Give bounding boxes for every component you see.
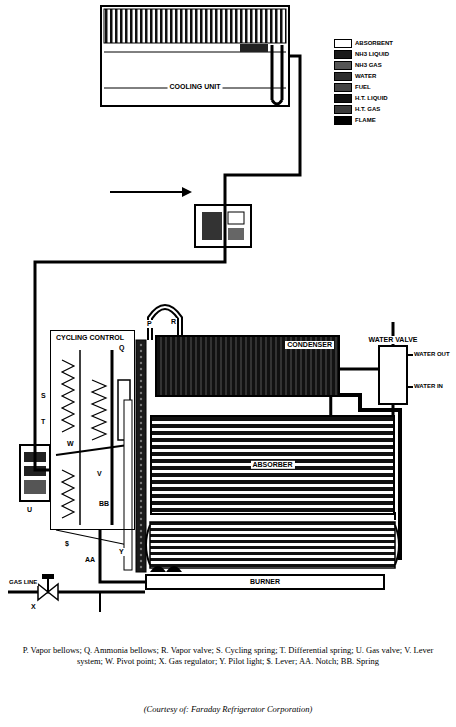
condenser-block: CONDENSER	[155, 335, 340, 397]
legend-swatch	[334, 50, 352, 59]
node-label: CYCLING CONTROL	[54, 334, 126, 342]
note-label: GAS LINE	[8, 579, 38, 586]
callout-letter: V	[96, 470, 103, 478]
legend-swatch	[334, 116, 352, 125]
callout-letter: P	[146, 320, 153, 328]
callout-letter: T	[40, 418, 46, 426]
legend-row: ABSORBENT	[334, 38, 393, 48]
legend-row: WATER	[334, 71, 376, 81]
absorber-coil	[146, 522, 399, 568]
legend-swatch	[334, 39, 352, 48]
callout-letter: W	[66, 440, 75, 448]
legend-swatch	[334, 94, 352, 103]
legend-row: FLAME	[334, 115, 376, 125]
control-mechanism	[56, 350, 130, 545]
legend-row: FUEL	[334, 82, 371, 92]
generator-tube	[124, 340, 146, 572]
thermostat-box	[110, 187, 251, 247]
callout-letter: Y	[118, 548, 125, 556]
note-label: WATER IN	[413, 383, 444, 390]
cycling-control-box: CYCLING CONTROL	[50, 330, 135, 530]
pipe-connector	[340, 368, 378, 371]
legend-text: FLAME	[355, 117, 376, 123]
callout-letter: AA	[84, 556, 96, 564]
callout-letter: Q	[118, 344, 125, 352]
legend-text: FUEL	[355, 84, 371, 90]
callout-letter: U	[26, 506, 33, 514]
callout-letter: $	[64, 540, 70, 548]
gas-valve	[8, 574, 145, 612]
pipe-connector	[35, 56, 300, 470]
node-label: COOLING UNIT	[168, 83, 223, 91]
legend-row: H.T. GAS	[334, 104, 380, 114]
callout-letter: S	[40, 392, 47, 400]
legend-row: H.T. LIQUID	[334, 93, 388, 103]
flame	[150, 566, 182, 572]
note-label: WATER OUT	[413, 351, 451, 358]
pipe-connector	[329, 397, 332, 415]
callout-letter: BB	[98, 500, 110, 508]
burner: BURNER	[145, 574, 385, 590]
legend-text: ABSORBENT	[355, 40, 393, 46]
legend-swatch	[334, 72, 352, 81]
legend-swatch	[334, 61, 352, 70]
pipe-connector	[100, 530, 145, 582]
legend-swatch	[334, 105, 352, 114]
note-label: (Courtesy of: Faraday Refrigerator Corpo…	[143, 705, 314, 714]
figure-caption: P. Vapor bellows; Q. Ammonia bellows; R.…	[18, 645, 438, 668]
absorber-block: ABSORBER	[150, 415, 395, 515]
node-label: CONDENSER	[285, 341, 334, 349]
cooling-unit-detail	[104, 9, 286, 104]
legend-text: H.T. GAS	[355, 106, 380, 112]
legend-text: NH3 LIQUID	[355, 51, 389, 57]
legend-text: H.T. LIQUID	[355, 95, 388, 101]
node-label: ABSORBER	[250, 461, 294, 469]
legend-row: NH3 GAS	[334, 60, 382, 70]
callout-letter: X	[30, 603, 37, 611]
node-label: BURNER	[248, 578, 282, 586]
legend-swatch	[334, 83, 352, 92]
node-label: WATER VALVE	[367, 336, 420, 344]
legend-text: NH3 GAS	[355, 62, 382, 68]
water-valve: WATER VALVE	[378, 345, 408, 405]
callout-letter: R	[170, 318, 177, 326]
legend-row: NH3 LIQUID	[334, 49, 389, 59]
cooling-unit-box: COOLING UNIT	[100, 5, 290, 107]
legend-text: WATER	[355, 73, 376, 79]
